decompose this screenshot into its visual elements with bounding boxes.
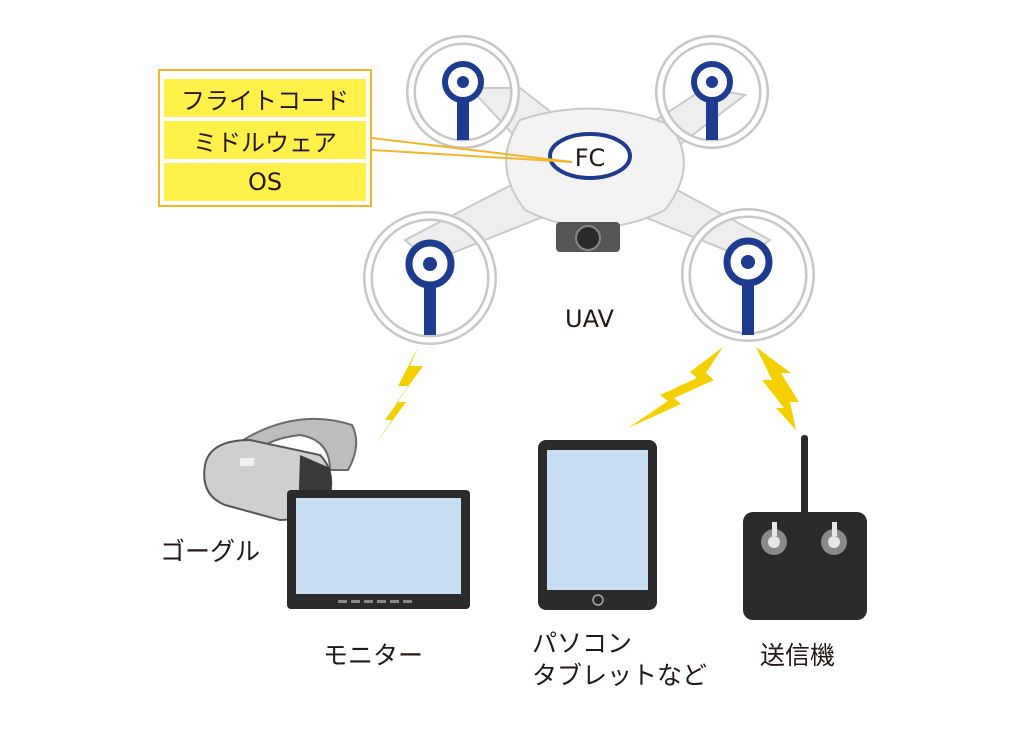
stack-layer-middleware: ミドルウェア [164,121,366,159]
stack-leader-line [371,137,573,163]
lightning-middle [628,347,723,428]
drone-camera [556,222,620,252]
monitor-icon [287,490,470,609]
fc-badge [548,132,632,180]
rotor-top-left [406,35,520,149]
tablet-icon [538,440,657,610]
pc-label-line2: タブレットなど [532,661,708,690]
uav-label: UAV [565,305,614,333]
rotor-bottom-right [681,208,815,342]
transmitter-icon [743,435,867,620]
software-stack-box: フライトコード ミドルウェア OS [158,69,372,207]
drone: FC [363,35,815,345]
lightning-right [756,347,799,430]
rotor-top-right [655,35,769,149]
pc-label-line1: パソコン [532,629,633,658]
stack-layer-os: OS [164,163,366,201]
monitor-label: モニター [323,641,424,670]
fc-label: FC [575,144,606,172]
stack-layer-flight-code: フライトコード [164,79,366,117]
lightning-left [375,347,423,445]
rotor-bottom-left [363,211,497,345]
goggle-label: ゴーグル [160,537,261,566]
transmitter-label: 送信機 [760,641,836,670]
